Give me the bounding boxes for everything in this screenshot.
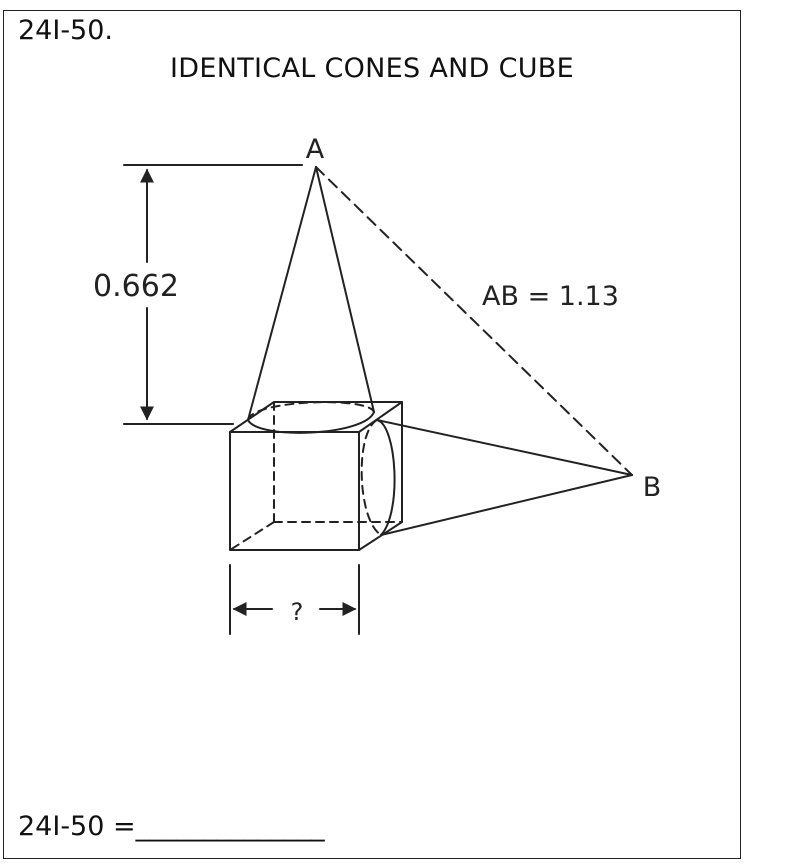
- top-cone-right-side: [315, 166, 375, 413]
- cube-top-right-edges: [229, 401, 403, 551]
- height-value-label: 0.662: [93, 269, 179, 304]
- side-cone-base-back: [360, 419, 382, 536]
- problem-title: IDENTICAL CONES AND CUBE: [170, 53, 574, 84]
- problem-frame: [3, 10, 741, 859]
- answer-prompt: 24I-50 =: [18, 811, 136, 842]
- point-a-label: A: [306, 134, 325, 165]
- side-cone-bottom-side: [380, 474, 633, 536]
- problem-number: 24I-50.: [18, 15, 114, 46]
- cube-front-face: [229, 431, 360, 551]
- segment-ab: [315, 166, 633, 476]
- top-cone-base-front: [247, 411, 375, 434]
- top-cone-base-back: [247, 401, 375, 421]
- cube-top-front-right-edge: [358, 401, 403, 433]
- answer-blank[interactable]: ______________: [135, 811, 325, 842]
- ab-length-label: AB = 1.13: [482, 281, 619, 312]
- answer-line: 24I-50 =______________: [18, 810, 325, 844]
- unknown-width-label: ?: [291, 598, 304, 626]
- side-cone-base-front: [376, 419, 396, 536]
- cube-hidden-edges: [229, 401, 403, 551]
- top-cone-left-side: [247, 166, 317, 421]
- point-b-label: B: [643, 472, 662, 503]
- side-cone-top-side: [376, 419, 633, 476]
